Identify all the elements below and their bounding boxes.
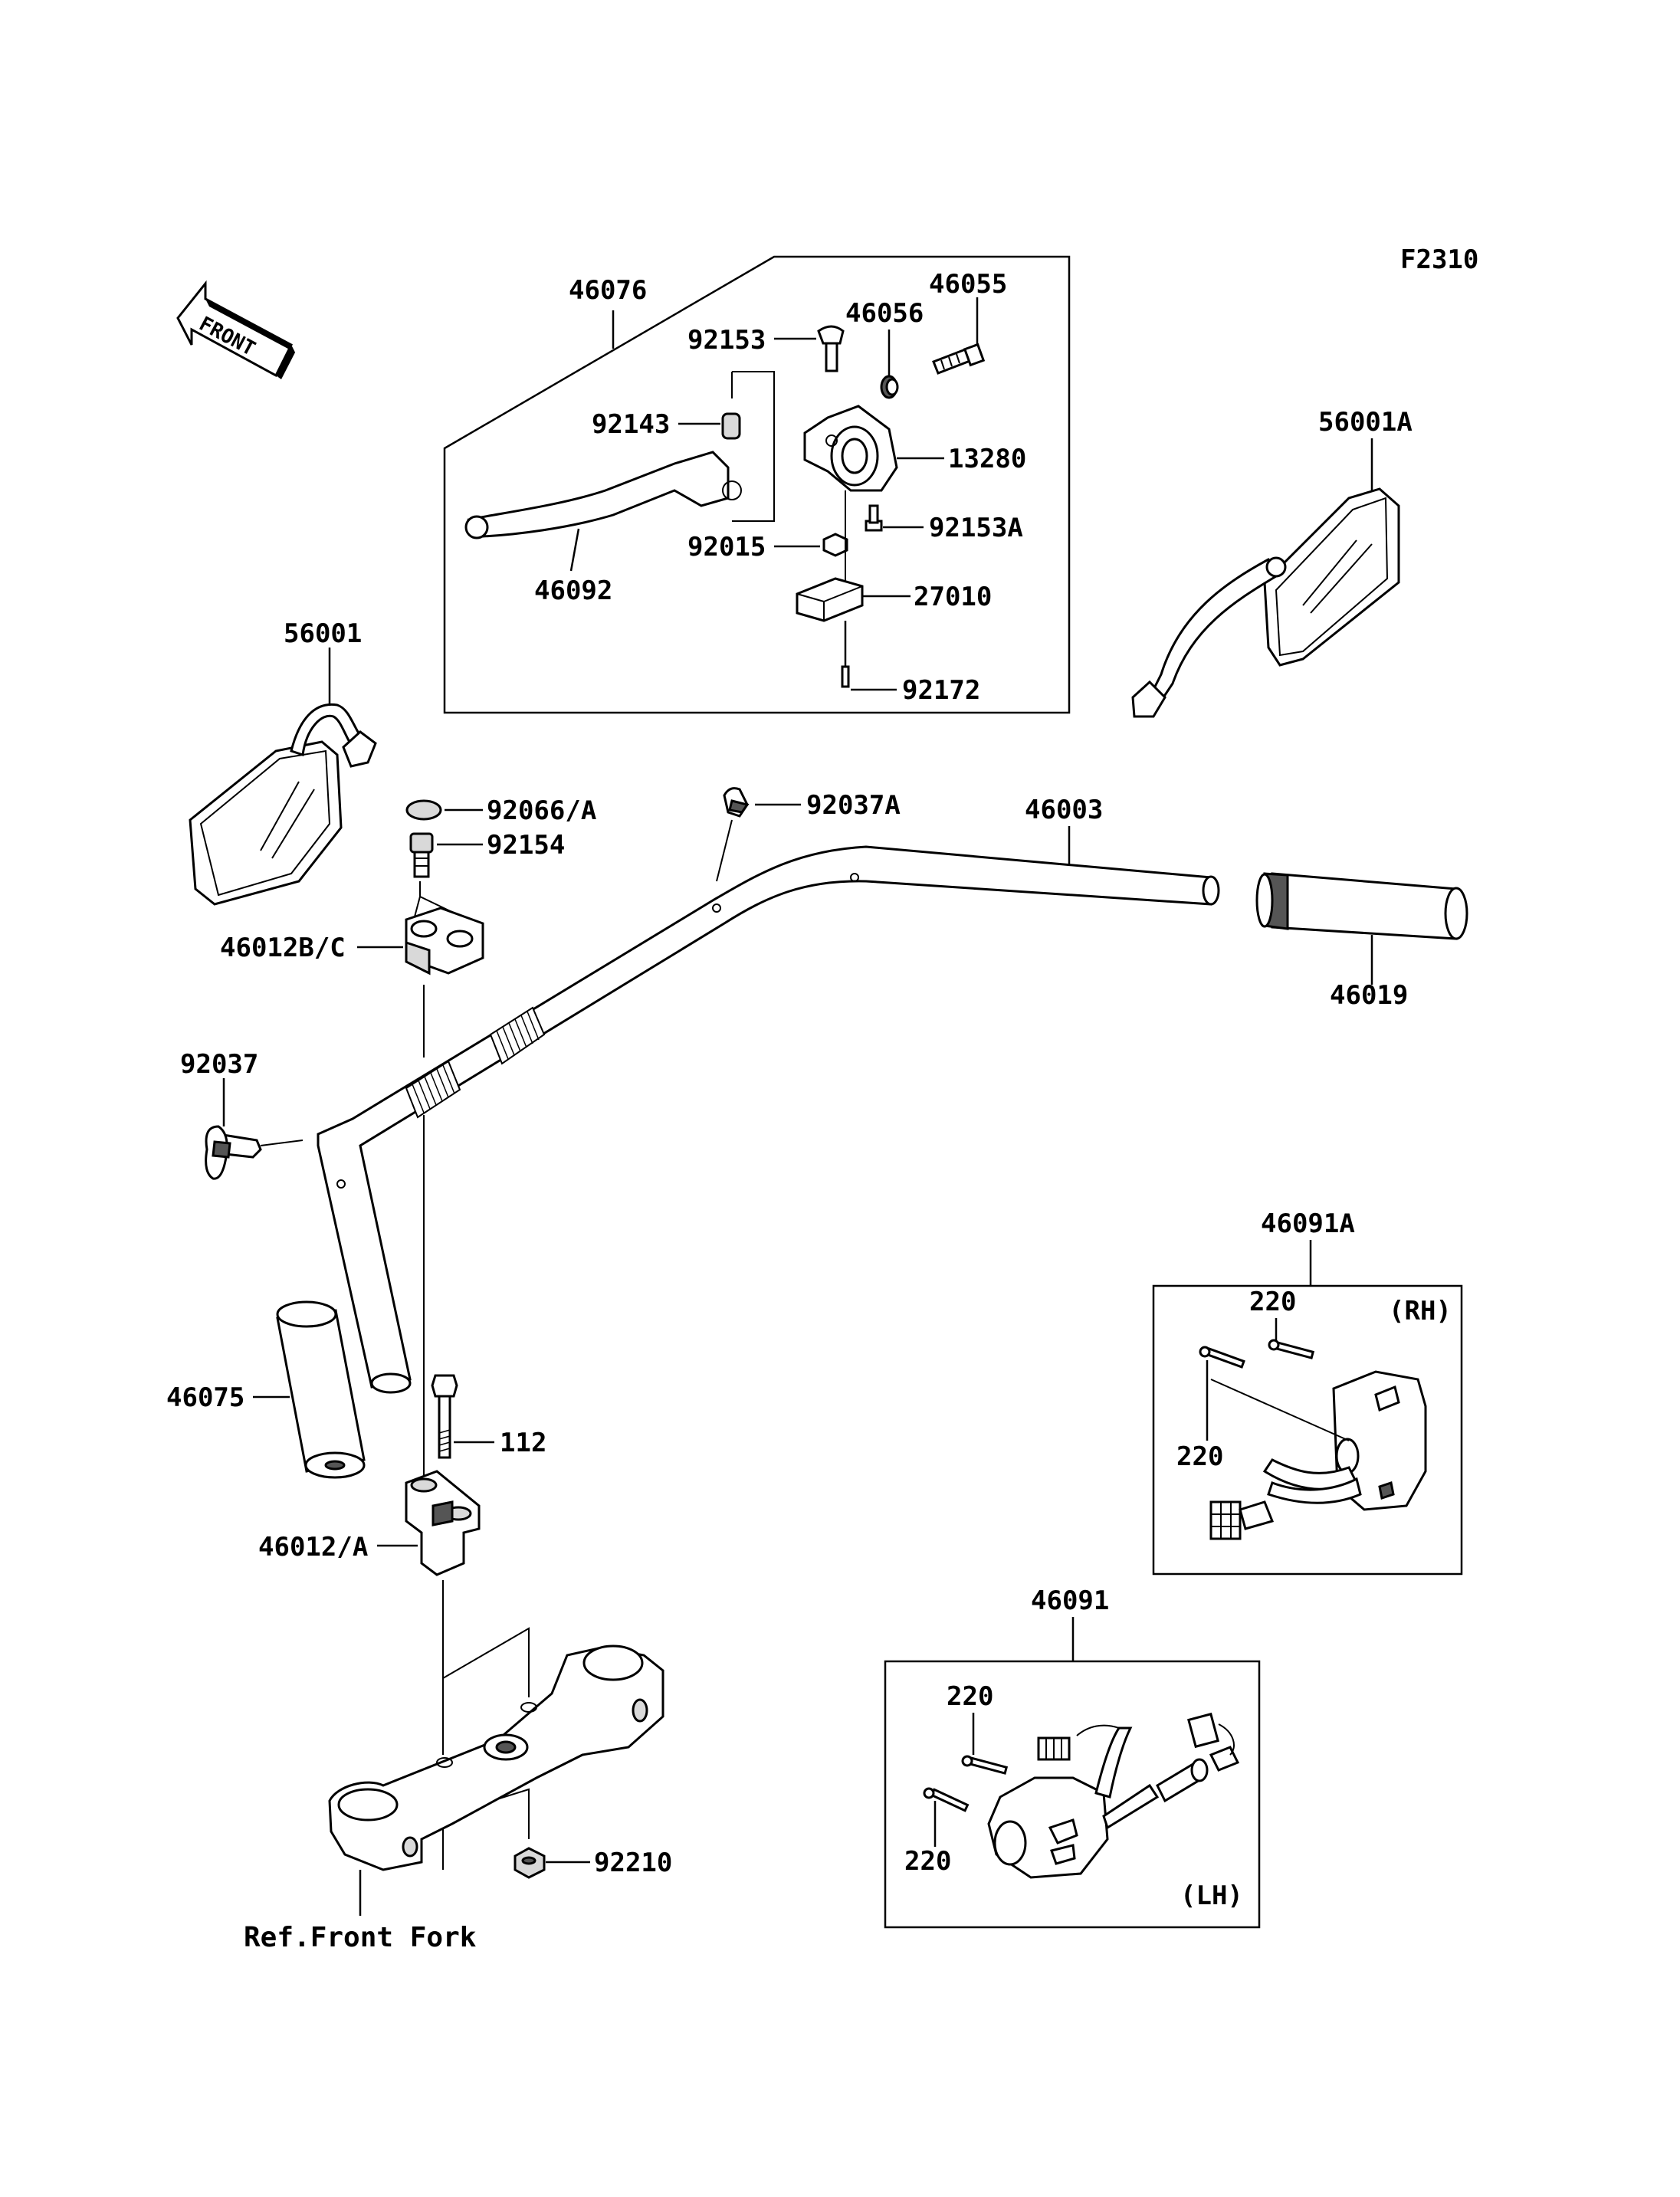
label-92143: 92143 bbox=[592, 409, 670, 440]
screw-220-rh-side bbox=[1199, 1346, 1245, 1369]
label-46056: 46056 bbox=[845, 298, 924, 329]
label-46091A: 46091A bbox=[1261, 1208, 1355, 1239]
nut-46056 bbox=[880, 375, 899, 399]
label-92153A: 92153A bbox=[929, 513, 1023, 543]
label-46091: 46091 bbox=[1031, 1585, 1109, 1616]
front-fork-bracket bbox=[328, 1627, 664, 1871]
cap-92066A bbox=[405, 799, 442, 821]
label-92066A: 92066/A bbox=[487, 795, 596, 826]
diagram-code: F2310 bbox=[1400, 244, 1478, 275]
bolt-92154 bbox=[409, 832, 434, 878]
screw-92153A bbox=[865, 504, 883, 532]
label-46003: 46003 bbox=[1025, 795, 1103, 825]
screw-92172 bbox=[841, 621, 850, 688]
label-46012BC: 46012B/C bbox=[220, 933, 346, 963]
label-220-lh-top: 220 bbox=[947, 1681, 993, 1712]
throttle-grip-46019 bbox=[1255, 872, 1468, 940]
switch-assembly-right-group: 46091A (RH) 220 220 bbox=[1152, 1208, 1463, 1576]
left-grip-46075 bbox=[276, 1300, 366, 1479]
label-92037A: 92037A bbox=[806, 790, 901, 821]
label-46092: 46092 bbox=[534, 575, 612, 606]
screw-220-rh-top bbox=[1268, 1339, 1315, 1359]
label-56001: 56001 bbox=[284, 618, 362, 649]
label-46076: 46076 bbox=[569, 275, 647, 306]
bolt-92153 bbox=[817, 325, 845, 372]
ref-front-fork: Ref.Front Fork bbox=[244, 1922, 477, 1953]
label-46019: 46019 bbox=[1330, 980, 1408, 1011]
label-46012A: 46012/A bbox=[258, 1532, 368, 1562]
screw-46055 bbox=[932, 343, 986, 375]
screw-220-lh-top bbox=[961, 1755, 1009, 1775]
lever-assembly-group: 46076 46092 92143 92153 46056 bbox=[443, 255, 1071, 714]
label-92015: 92015 bbox=[687, 532, 766, 562]
label-46075: 46075 bbox=[166, 1382, 244, 1413]
rh-tag: (RH) bbox=[1389, 1296, 1452, 1326]
screw-220-lh-side bbox=[923, 1787, 970, 1812]
label-13280: 13280 bbox=[948, 444, 1026, 474]
label-92172: 92172 bbox=[902, 675, 980, 706]
label-112: 112 bbox=[500, 1428, 546, 1458]
label-92210: 92210 bbox=[594, 1848, 672, 1878]
lever-holder-13280 bbox=[803, 405, 898, 492]
switch-assembly-left-group: 46091 (LH) 220 220 bbox=[884, 1585, 1261, 1929]
label-220-rh-top: 220 bbox=[1249, 1287, 1296, 1317]
lh-tag: (LH) bbox=[1180, 1881, 1243, 1911]
label-92153: 92153 bbox=[687, 325, 766, 356]
nut-92210 bbox=[514, 1847, 546, 1879]
bolt-112 bbox=[431, 1374, 458, 1459]
label-27010: 27010 bbox=[914, 582, 992, 612]
label-92037: 92037 bbox=[180, 1049, 258, 1080]
label-92154: 92154 bbox=[487, 830, 565, 861]
mirror-left-56001 bbox=[189, 703, 377, 906]
label-46055: 46055 bbox=[929, 269, 1007, 300]
switch-right-box bbox=[1152, 1284, 1463, 1576]
mirror-right-56001A bbox=[1131, 487, 1400, 718]
bar-end-92037 bbox=[205, 1125, 262, 1180]
nut-92015 bbox=[822, 533, 848, 557]
label-220-lh-side: 220 bbox=[904, 1846, 951, 1877]
upper-holder-46012BC bbox=[405, 881, 484, 976]
handlebar-46003 bbox=[317, 845, 1220, 1394]
front-arrow-icon: FRONT bbox=[176, 280, 295, 379]
bar-end-92037A bbox=[723, 787, 750, 818]
bushing-92143 bbox=[721, 412, 741, 440]
lever-assembly-box bbox=[443, 255, 1071, 714]
lower-holder-46012A bbox=[405, 1470, 481, 1576]
clutch-lever bbox=[464, 451, 742, 539]
switch-27010 bbox=[796, 577, 864, 622]
label-220-rh-side: 220 bbox=[1176, 1441, 1223, 1472]
label-56001A: 56001A bbox=[1318, 407, 1413, 438]
